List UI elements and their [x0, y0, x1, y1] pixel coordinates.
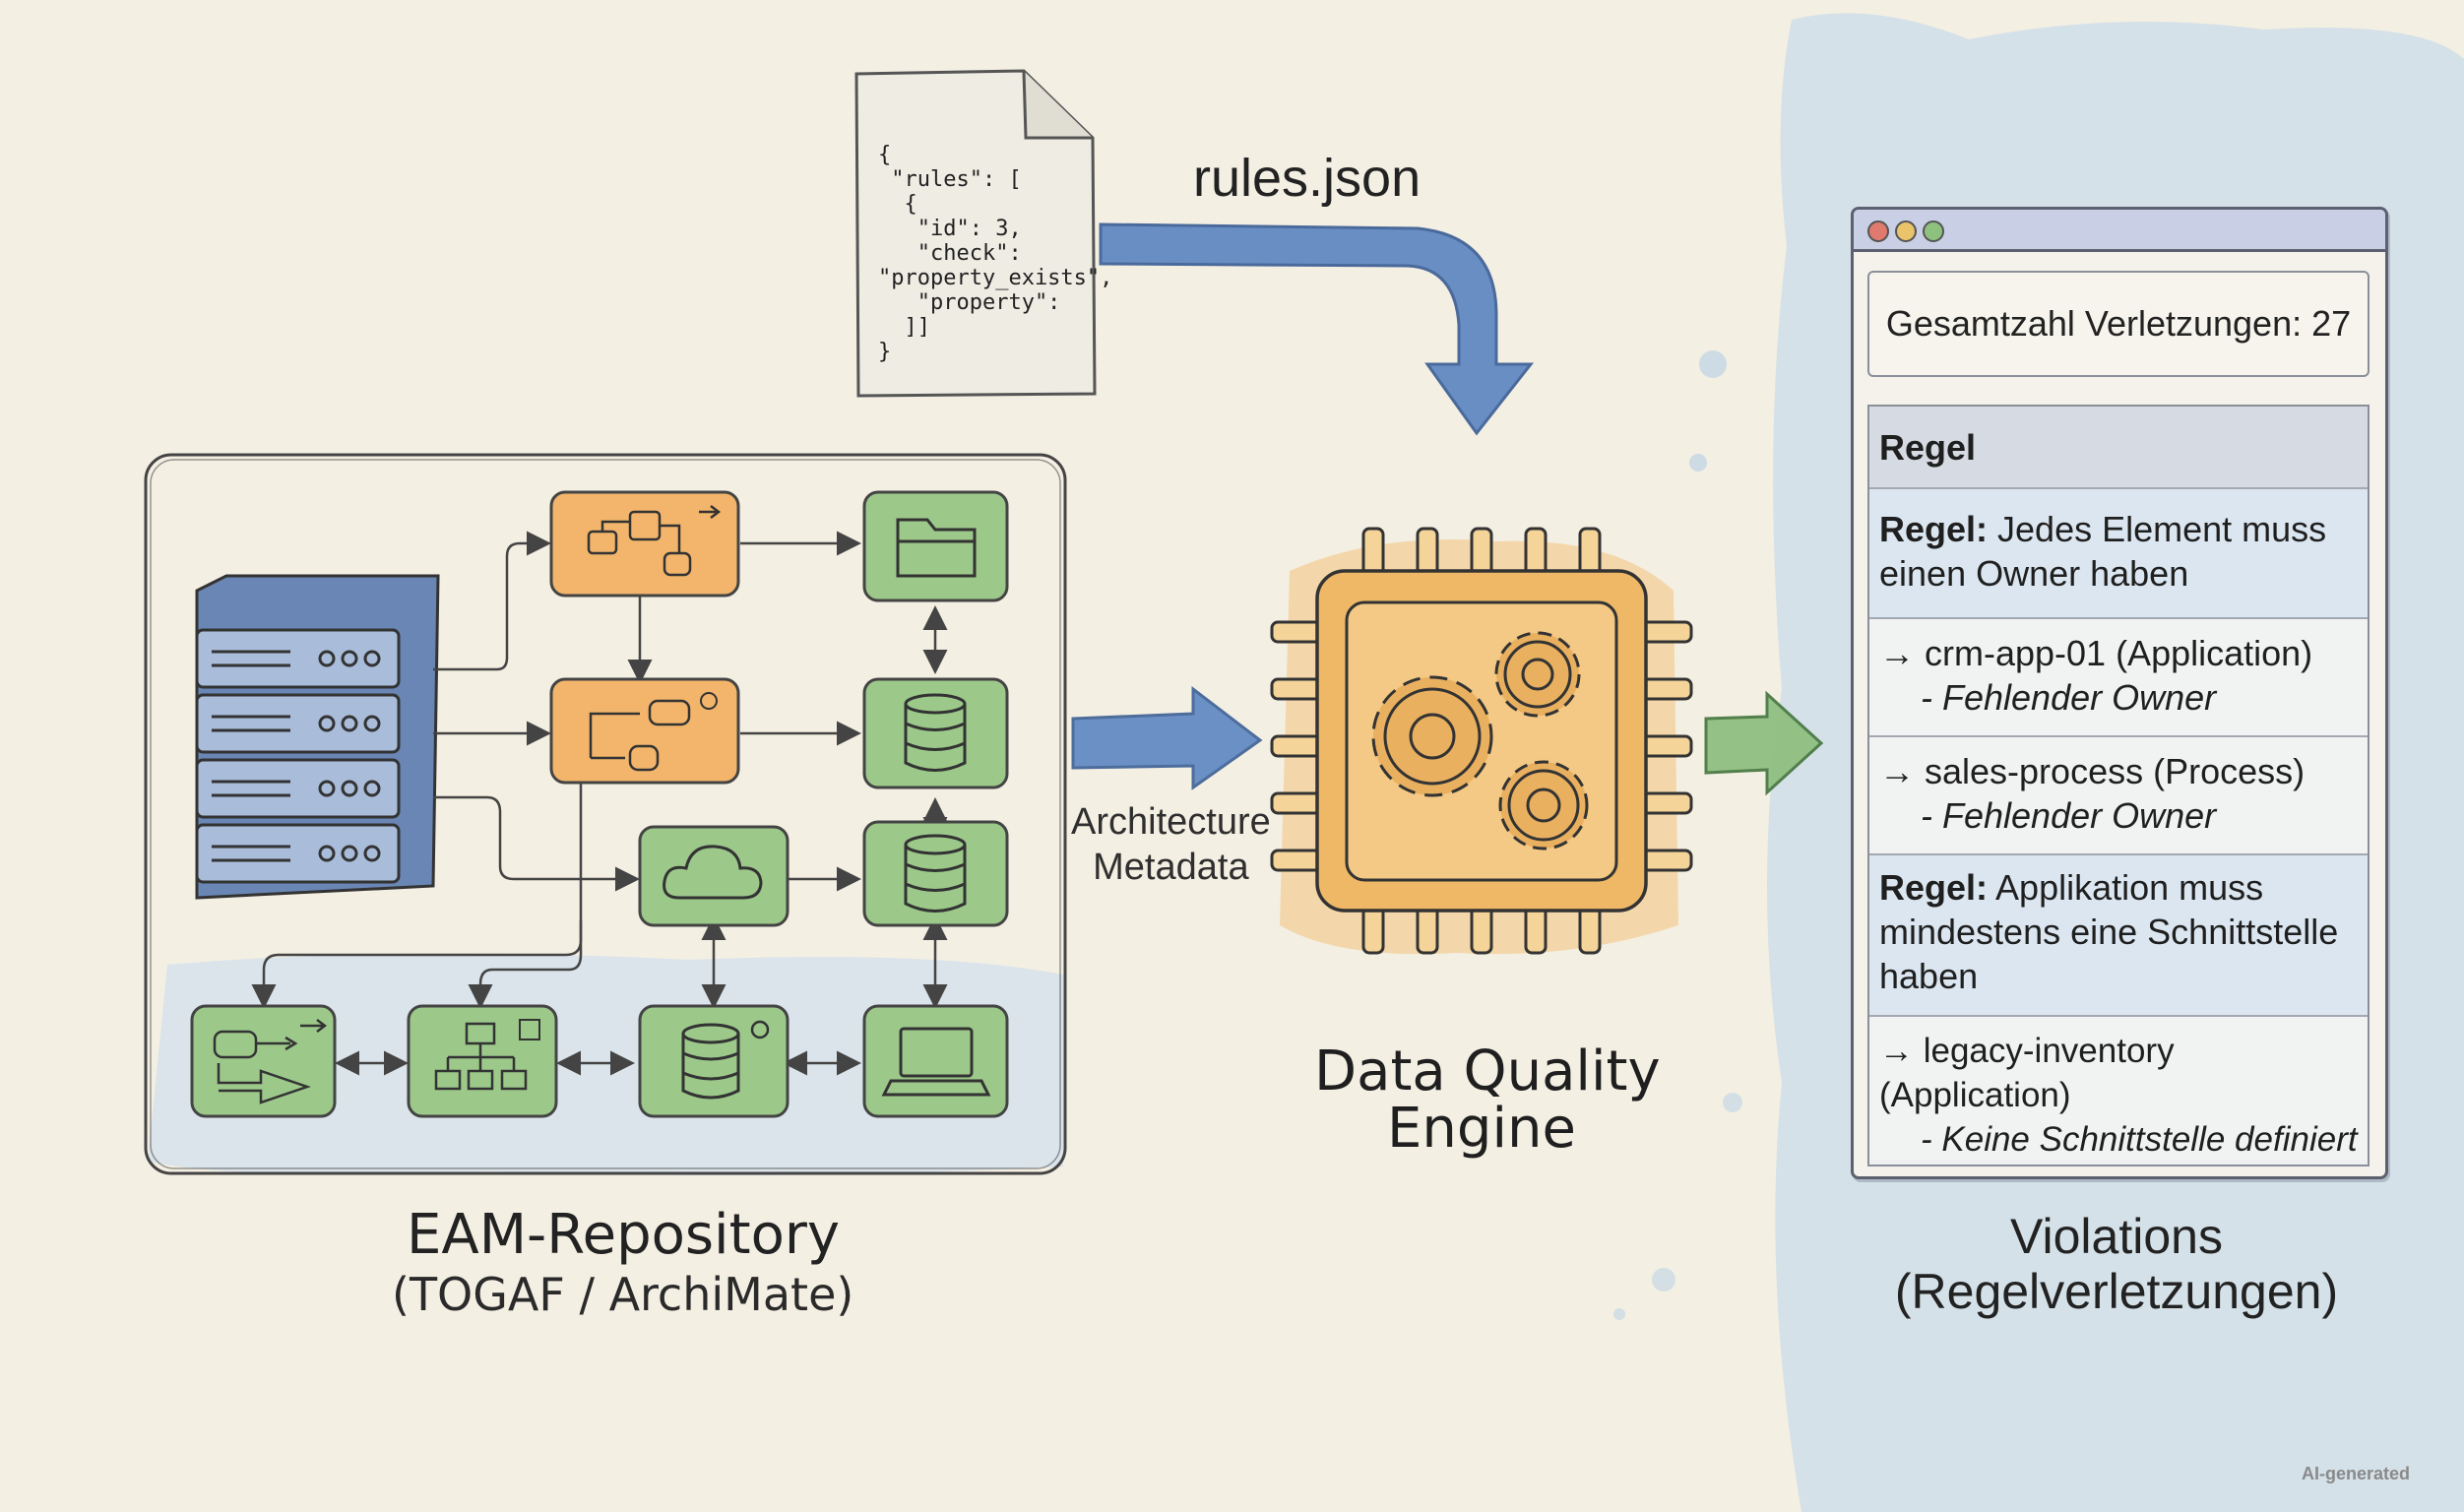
engine-title: Data Quality Engine [1314, 1040, 1661, 1161]
rules-json-caption: rules.json [1193, 149, 1422, 208]
violation-item: → sales-process (Process) [1879, 751, 2306, 791]
laptop-icon [862, 1004, 1009, 1118]
table-row: → legacy-inventory (Application) - Keine… [1869, 1017, 2368, 1161]
cloud-icon [638, 825, 790, 927]
violations-table: Regel Regel: Jedes Element muss einen Ow… [1867, 405, 2369, 1166]
rule-text: Jedes Element muss einen Owner haben [1879, 509, 2327, 594]
gear-icon [1371, 631, 1589, 850]
table-row: → crm-app-01 (Application) - Fehlender O… [1869, 619, 2368, 737]
close-dot-icon[interactable] [1867, 220, 1889, 242]
violation-reason: - Fehlender Owner [1921, 677, 2217, 718]
table-row: → sales-process (Process) - Fehlender Ow… [1869, 737, 2368, 855]
rule-text: Applikation muss mindestens eine Schnitt… [1879, 867, 2339, 996]
metadata-label: Architecture Metadata [1071, 801, 1271, 888]
folder-icon [862, 490, 1009, 602]
rules-json-code: { "rules": [ { "id": 3, "check": "proper… [878, 143, 1113, 364]
violation-item: → crm-app-01 (Application) [1879, 633, 2313, 673]
repository-frame [144, 453, 1067, 1175]
violations-window: Gesamtzahl Verletzungen: 27 Regel Regel:… [1851, 207, 2388, 1179]
repository-subtitle: (TOGAF / ArchiMate) [392, 1268, 854, 1321]
violations-caption-line1: Violations [2010, 1209, 2223, 1264]
repository-title: EAM-Repository [407, 1203, 840, 1267]
table-row: Regel: Applikation muss mindestens eine … [1869, 855, 2368, 1017]
total-violations-box: Gesamtzahl Verletzungen: 27 [1867, 271, 2369, 377]
violation-item: → legacy-inventory (Application) [1879, 1032, 2175, 1114]
process-icon [190, 1004, 337, 1118]
table-row: Regel: Jedes Element muss einen Owner ha… [1869, 489, 2368, 619]
rules-json-document [854, 69, 1097, 398]
process-icon [549, 677, 740, 785]
rule-prefix: Regel: [1879, 509, 1989, 549]
violation-reason: - Keine Schnittstelle definiert [1921, 1120, 2358, 1159]
engine-title-line1: Data Quality [1314, 1040, 1661, 1103]
metadata-arrow [1071, 685, 1263, 790]
watermark: AI-generated [2301, 1464, 2410, 1483]
repository-connectors [251, 531, 948, 1076]
rules-to-engine-arrow [1099, 222, 1535, 436]
rule-prefix: Regel: [1879, 867, 1989, 908]
maximize-dot-icon[interactable] [1923, 220, 1944, 242]
database-icon [638, 1004, 790, 1118]
violations-caption-line2: (Regelverletzungen) [1894, 1264, 2339, 1319]
table-header: Regel [1869, 407, 2368, 489]
window-titlebar [1854, 210, 2385, 252]
violations-caption: Violations (Regelverletzungen) [1870, 1209, 2363, 1319]
output-arrow [1704, 690, 1824, 796]
database-icon [862, 820, 1009, 927]
server-icon [195, 574, 440, 900]
database-icon [862, 677, 1009, 789]
minimize-dot-icon[interactable] [1895, 220, 1917, 242]
engine-title-line2: Engine [1387, 1097, 1576, 1161]
hierarchy-icon [407, 1004, 558, 1118]
violation-reason: - Fehlender Owner [1921, 795, 2217, 836]
process-icon [549, 490, 740, 598]
